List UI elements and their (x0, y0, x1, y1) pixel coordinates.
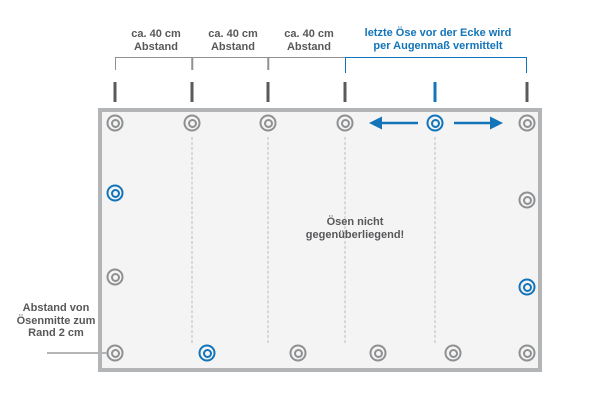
spacing-label-line: Abstand (286, 40, 331, 53)
column-tick-blue (433, 82, 437, 102)
guide-line (191, 137, 193, 343)
column-tick-gray (266, 82, 270, 102)
edge-note-line: Ösenmitte zum (16, 314, 96, 327)
eyelet-blue (198, 344, 216, 362)
corner-note-line: per Augenmaß vermittelt (373, 39, 503, 52)
eyelet-gray (106, 344, 124, 362)
eyelet-gray (518, 191, 536, 209)
guide-line (267, 137, 269, 343)
center-note: Ösen nicht gegenüberliegend! (306, 216, 404, 241)
corner-bracket-blue (345, 57, 527, 73)
eyelet-gray (444, 344, 462, 362)
spacing-label-2: ca. 40 cm Abstand (208, 28, 258, 53)
column-tick-gray (525, 82, 529, 102)
eyelet-gray (183, 114, 201, 132)
eyelet-gray (106, 268, 124, 286)
spacing-label-1: ca. 40 cm Abstand (131, 28, 181, 53)
center-note-line: Ösen nicht (326, 216, 384, 228)
edge-note-line: Abstand von (22, 302, 90, 314)
eyelet-blue (518, 278, 536, 296)
eyelet-gray (336, 114, 354, 132)
arrow-right-icon (454, 116, 503, 130)
arrow-left-icon (369, 116, 418, 130)
leader-line (47, 352, 107, 354)
spacing-label-line: ca. 40 cm (131, 28, 181, 40)
banner-panel (98, 108, 542, 372)
spacing-label-line: ca. 40 cm (208, 28, 258, 40)
column-tick-gray (113, 82, 117, 102)
guide-line (344, 137, 346, 343)
spacing-label-line: Abstand (133, 40, 178, 53)
column-tick-gray (190, 82, 194, 102)
eyelet-blue (106, 184, 124, 202)
center-note-line: gegenüberliegend! (305, 228, 405, 241)
eyelet-blue (426, 114, 444, 132)
spacing-label-line: Abstand (210, 40, 255, 53)
eyelet-gray (259, 114, 277, 132)
bracket-tick (267, 57, 269, 70)
eyelet-gray (106, 114, 124, 132)
spacing-label-line: ca. 40 cm (284, 28, 334, 40)
eyelet-gray (518, 344, 536, 362)
eyelet-gray (369, 344, 387, 362)
spacing-label-3: ca. 40 cm Abstand (284, 28, 334, 53)
edge-note: Abstand von Ösenmitte zum Rand 2 cm (17, 302, 96, 340)
edge-note-line: Rand 2 cm (28, 327, 84, 339)
guide-line (434, 137, 436, 343)
spacing-bracket-gray (115, 57, 345, 70)
eyelet-gray (518, 114, 536, 132)
column-tick-gray (343, 82, 347, 102)
corner-note-line: letzte Öse vor der Ecke wird (364, 27, 512, 39)
eyelet-gray (289, 344, 307, 362)
corner-note: letzte Öse vor der Ecke wird per Augenma… (365, 27, 512, 52)
bracket-tick (191, 57, 193, 70)
